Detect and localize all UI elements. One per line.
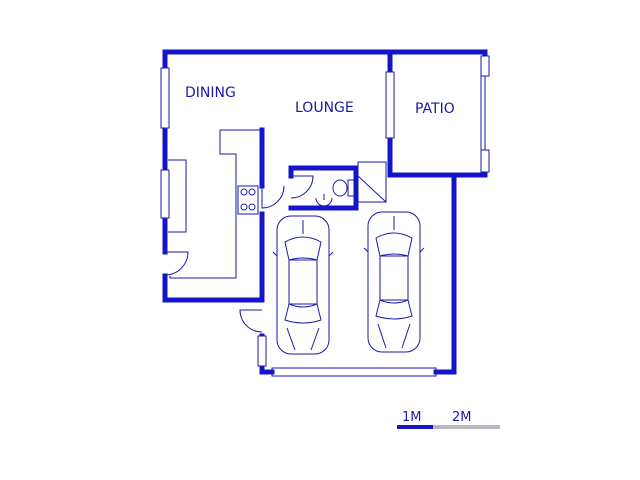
door-dining [164, 251, 189, 276]
windows [160, 55, 490, 367]
room-label-dining: DINING [185, 85, 236, 101]
window-kitchen [160, 169, 170, 219]
window-lounge-patio [385, 71, 395, 139]
car-body [276, 215, 330, 355]
car-roof [288, 259, 318, 305]
left-counter [168, 159, 187, 233]
stair-diagonal [357, 175, 387, 203]
door-garage-side [239, 309, 263, 333]
window-garage [257, 335, 267, 367]
doors [164, 175, 314, 333]
car-boot-line-2 [401, 323, 411, 349]
car-mirror-left [272, 251, 278, 257]
window-patio-bottom [480, 149, 490, 173]
car-left [272, 215, 334, 355]
door-wc [290, 175, 314, 199]
toilet-bowl [332, 179, 348, 197]
room-label-patio: PATIO [415, 101, 455, 117]
scale-label-2m: 2M [452, 410, 472, 425]
car-boot-line-1 [377, 323, 387, 349]
car-roof [379, 255, 409, 301]
car-windshield [375, 232, 413, 257]
room-label-lounge: LOUNGE [295, 100, 354, 116]
door-kitchen-garage [261, 185, 285, 209]
car-mirror-left [363, 247, 369, 253]
fittings [168, 56, 486, 377]
garage-door [271, 367, 437, 377]
scale-label-1m: 1M [402, 410, 422, 425]
car-boot-line-2 [310, 327, 320, 351]
walls [162, 49, 488, 375]
car-rear-window [375, 299, 413, 320]
burner-1 [240, 188, 248, 196]
burner-2 [248, 188, 256, 196]
car-mirror-right [419, 247, 425, 253]
window-dining [160, 67, 170, 129]
stair-box [357, 161, 387, 203]
burner-4 [248, 203, 256, 211]
car-boot-line-1 [286, 327, 296, 351]
burner-3 [240, 203, 248, 211]
car-rear-window [284, 303, 322, 324]
toilet-tank [347, 179, 355, 197]
car-body [367, 211, 421, 353]
car-right [363, 211, 425, 353]
stove [237, 185, 259, 215]
car-windshield [284, 236, 322, 261]
window-patio-top [480, 55, 490, 77]
kitchen-counter [169, 130, 237, 279]
scale-bar: 1M 2M [397, 410, 500, 429]
car-mirror-right [328, 251, 334, 257]
wc-basin [315, 197, 333, 207]
